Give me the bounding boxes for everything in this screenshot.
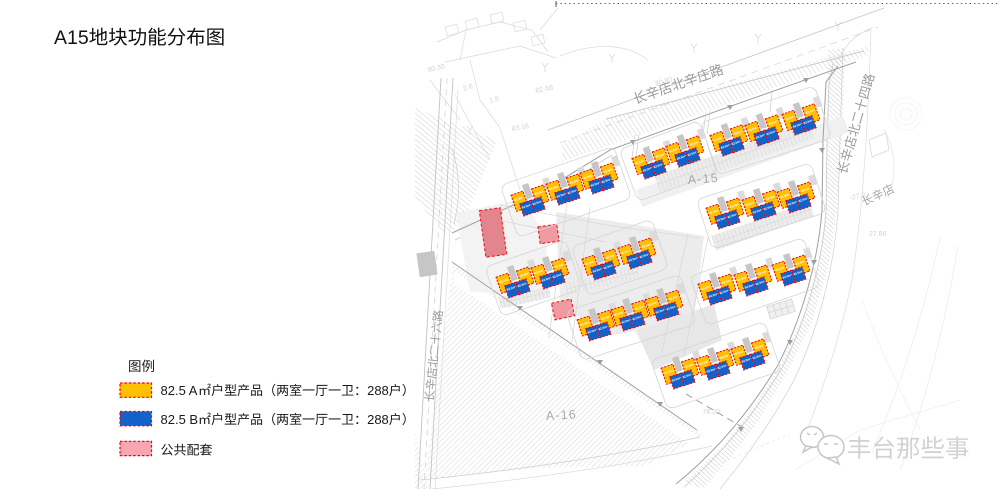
svg-text:82.5 A: 82.5 A [161, 383, 198, 398]
svg-text:·78.20: ·78.20 [700, 409, 720, 416]
svg-text:82-56: 82-56 [535, 84, 554, 95]
svg-text:A-16: A-16 [545, 407, 577, 423]
svg-text:-27.8: -27.8 [849, 192, 866, 202]
svg-text:A15: A15 [54, 27, 89, 49]
svg-text:A-15: A-15 [687, 171, 719, 187]
svg-text:90.30: 90.30 [427, 63, 446, 74]
svg-text:83.16: 83.16 [511, 123, 530, 133]
svg-text:288: 288 [367, 383, 389, 398]
svg-text:82.5 B: 82.5 B [161, 412, 199, 427]
svg-text:288: 288 [367, 412, 389, 427]
svg-text:2.8: 2.8 [462, 83, 474, 93]
svg-text:27.86: 27.86 [869, 231, 887, 238]
svg-text:80.80: 80.80 [655, 76, 674, 88]
svg-text:1.8: 1.8 [489, 96, 500, 105]
